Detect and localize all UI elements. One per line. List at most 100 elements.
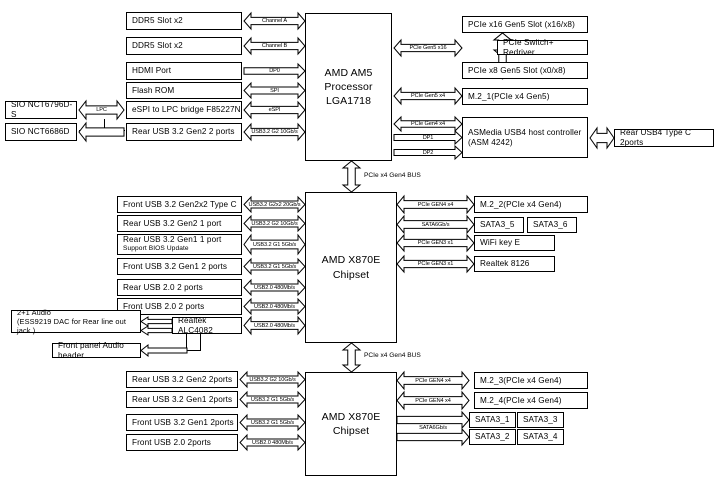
bot-left-link-3 bbox=[239, 433, 306, 452]
chipset-mid-block: AMD X870E Chipset bbox=[305, 192, 397, 343]
cpu-link-3-label: SPI bbox=[270, 87, 279, 94]
ddr5-slot-2-box: DDR5 Slot x2 bbox=[126, 37, 242, 55]
mid-left-link-1 bbox=[243, 214, 306, 233]
bot-right-link-2a bbox=[396, 410, 470, 430]
cpu-right-link-3 bbox=[393, 129, 463, 146]
sata3-2-box: SATA3_2 bbox=[469, 429, 516, 445]
sata3-4-box: SATA3_4 bbox=[517, 429, 564, 445]
audio-out-link bbox=[140, 316, 173, 327]
mid-left-link-5 bbox=[243, 297, 306, 316]
flash-rom-box: Flash ROM bbox=[126, 82, 242, 99]
espi-lpc-bridge-box: eSPI to LPC bridge F85227N bbox=[126, 101, 242, 119]
audio-trunk-v2 bbox=[200, 334, 202, 350]
lpc-link-2 bbox=[78, 121, 125, 143]
mid-right-link-1 bbox=[396, 214, 475, 235]
lpc-link bbox=[78, 99, 125, 121]
audio-trunk-v1 bbox=[186, 334, 188, 350]
bot-right-link-1 bbox=[396, 390, 470, 411]
ddr5-slot-1-box: DDR5 Slot x2 bbox=[126, 12, 242, 30]
front-panel-audio-header-box: Front panel Audio header bbox=[52, 341, 141, 360]
cpu-right-link-2-label: PCIe Gen4 x4 bbox=[411, 121, 445, 127]
rear-usb32-gen2-1port-box: Rear USB 3.2 Gen2 1 port bbox=[117, 215, 242, 232]
cpu-link-2 bbox=[243, 62, 306, 80]
lpc-link-label: LPC bbox=[96, 107, 107, 113]
cpu-block: AMD AM5 Processor LGA1718 bbox=[305, 13, 392, 161]
bus-bot-arrow bbox=[341, 342, 362, 373]
mid-left-link-0-label: USB3.2 G2x2 20Gb/s bbox=[248, 201, 301, 208]
cpu-link-0-label: Channel A bbox=[262, 18, 287, 24]
mid-left-link-3-label: USB3.2 G1 5Gb/s bbox=[252, 263, 297, 270]
mid-right-link-0 bbox=[396, 194, 475, 215]
audio-out-jack-box: 2+1 Audio (ESS9219 DAC for Rear line out… bbox=[11, 308, 141, 335]
bot-right-link-0-label: PCIe GEN4 x4 bbox=[415, 377, 451, 384]
sio-nct6686d-box: SIO NCT6686D bbox=[5, 123, 77, 141]
rear-usb20-2ports-box: Rear USB 2.0 2 ports bbox=[117, 279, 242, 296]
bot-right-link-0 bbox=[396, 370, 470, 391]
cpu-link-5 bbox=[243, 122, 306, 142]
bot-left-link-0-label: USB3.2 G2 10Gb/s bbox=[249, 376, 296, 383]
front-usb20-2ports-bot-box: Front USB 2.0 2ports bbox=[126, 434, 238, 451]
mid-left-link-2 bbox=[243, 233, 306, 256]
cpu-link-4-label: eSPI bbox=[268, 107, 281, 113]
audio-front-header-link bbox=[140, 343, 188, 358]
cpu-right-link-0-label: PCIe Gen5 x16 bbox=[409, 45, 447, 51]
bot-left-link-1 bbox=[239, 390, 306, 409]
audio-out-link-2 bbox=[140, 325, 173, 336]
mid-left-link-1-label: USB3.2 G2 10Gb/s bbox=[251, 220, 298, 227]
rear-usb4-typec-box: Rear USB4 Type C 2ports bbox=[614, 128, 714, 147]
mid-left-link-3 bbox=[243, 257, 306, 276]
cpu-link-1 bbox=[243, 36, 306, 56]
cpu-right-link-1 bbox=[393, 86, 463, 106]
rear-usb32-gen1-1port-box: Rear USB 3.2 Gen1 1 port Support BIOS Up… bbox=[117, 234, 242, 255]
bot-right-link-2-label: SATA6Gb/s bbox=[419, 425, 447, 431]
bus-mid-label: PCIe x4 Gen4 BUS bbox=[364, 172, 421, 179]
cpu-link-4 bbox=[243, 100, 306, 120]
mid-right-link-3 bbox=[396, 254, 475, 274]
bus-bot-label: PCIe x4 Gen4 BUS bbox=[364, 352, 421, 359]
m2-1-box: M.2_1(PCIe x4 Gen5) bbox=[462, 88, 588, 105]
bot-right-link-1-label: PCIe GEN4 x4 bbox=[415, 397, 451, 404]
bot-left-link-1-label: USB3.2 G1 5Gb/s bbox=[250, 396, 295, 403]
bot-left-link-0 bbox=[239, 370, 306, 389]
m2-2-box: M.2_2(PCIe x4 Gen4) bbox=[474, 196, 588, 213]
lpc-vertical-trunk bbox=[104, 119, 106, 131]
audio-codec-link bbox=[243, 315, 306, 336]
pcie-x8-gen5-slot-box: PCIe x8 Gen5 Slot (x0/x8) bbox=[462, 62, 588, 79]
mid-right-link-2 bbox=[396, 233, 475, 253]
front-usb32-gen1-2ports-bot-box: Front USB 3.2 Gen1 2ports bbox=[126, 414, 238, 431]
cpu-link-3 bbox=[243, 81, 306, 100]
m2-4-box: M.2_4(PCIe x4 Gen4) bbox=[474, 392, 588, 409]
cpu-link-1-label: Channel B bbox=[261, 43, 288, 49]
hdmi-port-box: HDMI Port bbox=[126, 62, 242, 80]
rear-usb32-gen2-2ports-box: Rear USB 3.2 Gen2 2ports bbox=[126, 371, 238, 388]
bus-mid-arrow bbox=[341, 160, 362, 193]
pcie-switch-redriver-box: PCIe Switch+ Redriver bbox=[497, 38, 588, 57]
mid-right-link-0-label: PCIe GEN4 x4 bbox=[417, 201, 454, 208]
mid-left-link-4 bbox=[243, 278, 306, 297]
box-line-2: Support BIOS Update bbox=[123, 245, 189, 253]
sata3-5-box: SATA3_5 bbox=[474, 217, 524, 233]
mid-right-link-1-label: SATA6Gb/s bbox=[421, 221, 450, 228]
mid-left-link-0 bbox=[243, 195, 306, 214]
front-usb32-gen2x2-typec-box: Front USB 3.2 Gen2x2 Type C bbox=[117, 196, 242, 213]
mid-right-link-3-label: PCIe GEN3 x1 bbox=[417, 261, 454, 267]
bot-left-link-2 bbox=[239, 413, 306, 432]
rear-usb32-gen1-2ports-box: Rear USB 3.2 Gen1 2ports bbox=[126, 391, 238, 408]
cpu-right-link-4 bbox=[393, 144, 463, 161]
mid-right-link-2-label: PCIe GEN3 x1 bbox=[417, 240, 454, 246]
sata3-6-box: SATA3_6 bbox=[527, 217, 577, 233]
m2-3-box: M.2_3(PCIe x4 Gen4) bbox=[474, 372, 588, 389]
cpu-link-2-label: DP0 bbox=[269, 68, 280, 74]
bot-left-link-3-label: USB2.0 480Mb/s bbox=[252, 439, 293, 446]
front-usb32-gen1-2ports-box: Front USB 3.2 Gen1 2 ports bbox=[117, 258, 242, 275]
cpu-right-link-4-label: DP2 bbox=[422, 149, 434, 156]
usb4-link bbox=[589, 126, 615, 150]
rear-usb32-gen2-cpu-box: Rear USB 3.2 Gen2 2 ports bbox=[126, 123, 242, 141]
cpu-right-link-3-label: DP1 bbox=[422, 134, 434, 141]
cpu-right-link-1-label: PCIe Gen5 x4 bbox=[411, 93, 445, 99]
cpu-link-0 bbox=[243, 11, 306, 31]
pcie-x16-gen5-slot-box: PCIe x16 Gen5 Slot (x16/x8) bbox=[462, 16, 588, 33]
mid-left-link-2-label: USB3.2 G1 5Gb/s bbox=[252, 241, 297, 248]
audio-codec-link-label: USB2.0 480Mb/s bbox=[254, 322, 295, 329]
